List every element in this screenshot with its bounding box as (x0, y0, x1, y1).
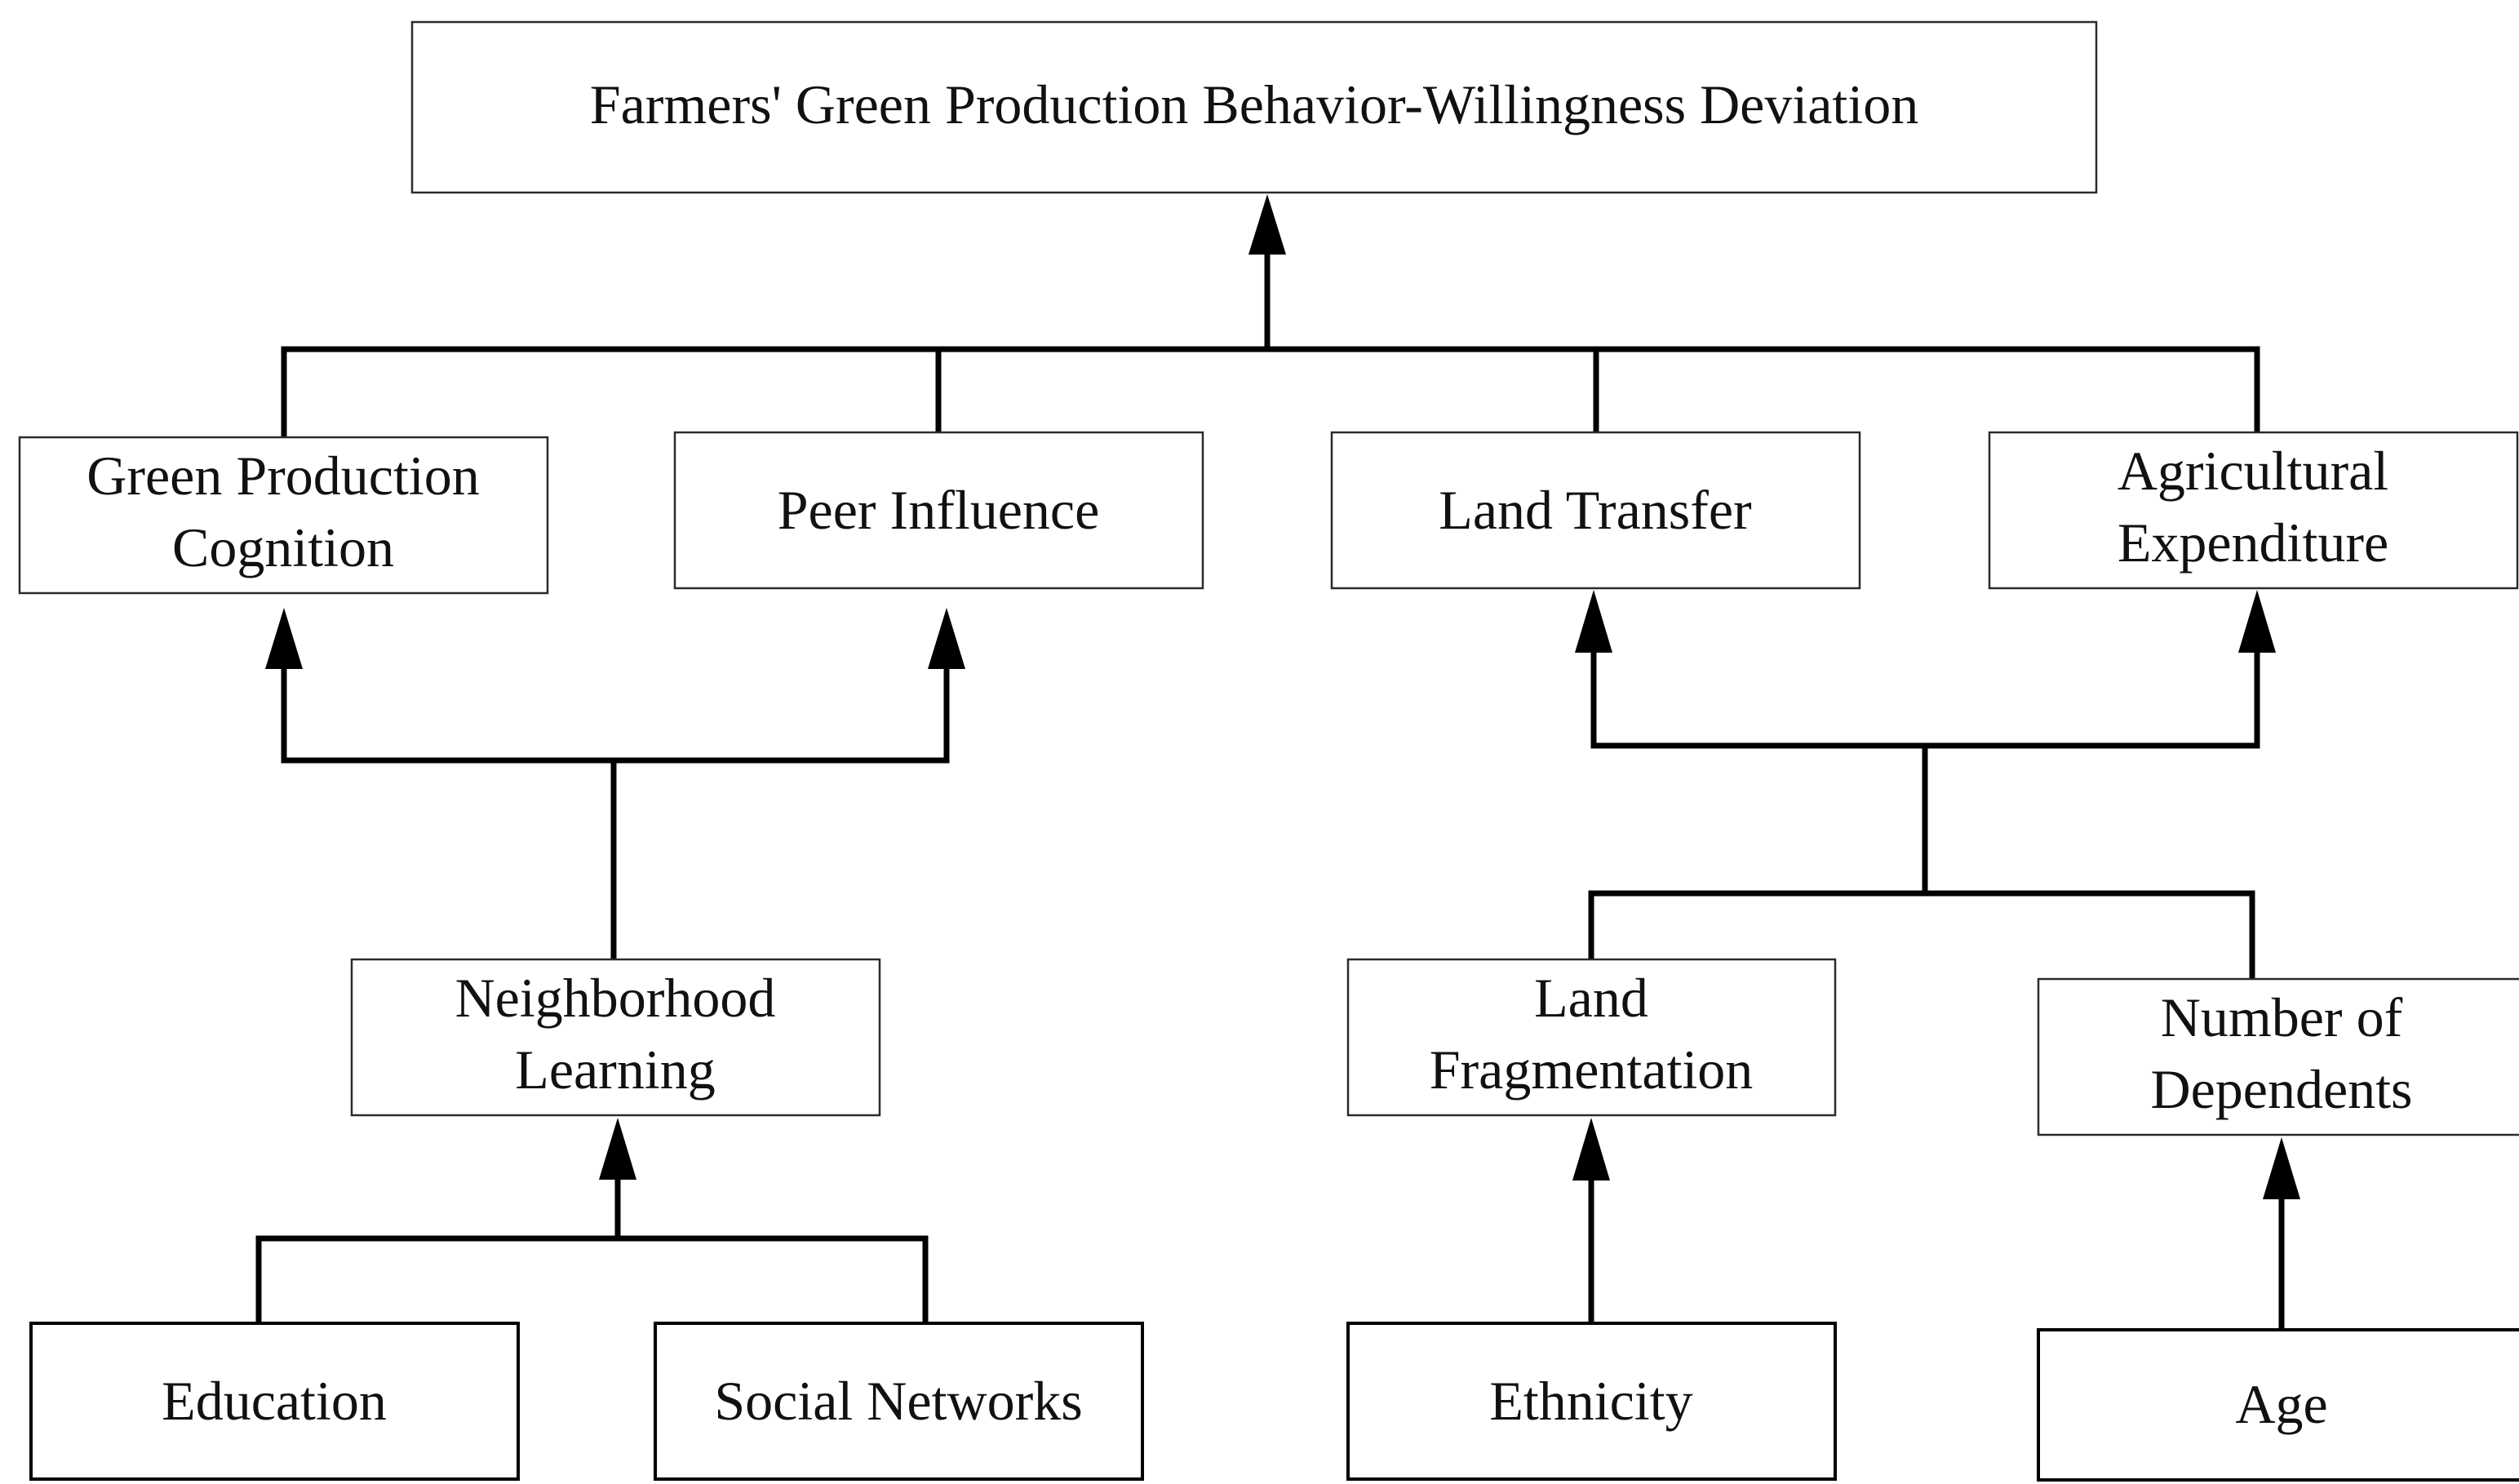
arrowhead-green-production-cognition (265, 608, 303, 669)
node-age-label: Age (2235, 1373, 2327, 1435)
node-land-fragmentation: Land Fragmentation (1346, 958, 1837, 1117)
node-neighborhood-learning-line-1: Neighborhood (455, 967, 776, 1029)
connector-to-land-transfer-expenditure (1590, 653, 2260, 749)
node-education: Education (29, 1322, 520, 1481)
node-ethnicity: Ethnicity (1346, 1322, 1837, 1481)
connector-fragmentation-dependents (1588, 890, 2255, 979)
node-education-label: Education (162, 1370, 387, 1432)
node-top-label: Farmers' Green Production Behavior-Willi… (590, 73, 1918, 135)
node-green-production-cognition-line-2: Cognition (172, 516, 394, 578)
node-land-transfer-label: Land Transfer (1439, 479, 1752, 541)
node-number-of-dependents-line-2: Dependents (2150, 1058, 2412, 1120)
node-agricultural-expenditure: Agricultural Expenditure (1988, 431, 2519, 590)
node-land-transfer: Land Transfer (1330, 431, 1861, 590)
node-peer-influence-label: Peer Influence (778, 479, 1100, 541)
node-agricultural-expenditure-line-1: Agricultural (2118, 440, 2388, 502)
arrowhead-land-fragmentation (1572, 1118, 1610, 1181)
arrowhead-agricultural-expenditure (2238, 590, 2276, 653)
connector-neighborhood-to-cognition-peer (281, 665, 950, 764)
node-social-networks-label: Social Networks (714, 1370, 1082, 1432)
node-agricultural-expenditure-line-2: Expenditure (2118, 512, 2388, 574)
connector-education-social-networks (255, 1235, 929, 1323)
connector-level2-to-top (281, 346, 2260, 441)
node-peer-influence: Peer Influence (673, 431, 1204, 590)
node-land-fragmentation-line-1: Land (1534, 967, 1648, 1029)
arrowhead-peer-influence (928, 608, 965, 669)
node-top: Farmers' Green Production Behavior-Willi… (410, 20, 2098, 194)
node-green-production-cognition-line-1: Green Production (86, 445, 480, 507)
arrowhead-top (1248, 194, 1286, 255)
arrowhead-neighborhood-learning (599, 1118, 636, 1180)
node-green-production-cognition: Green Production Cognition (18, 436, 549, 595)
node-age: Age (2037, 1328, 2519, 1482)
node-ethnicity-label: Ethnicity (1489, 1370, 1692, 1432)
arrowhead-number-of-dependents (2263, 1137, 2300, 1199)
node-neighborhood-learning: Neighborhood Learning (350, 958, 881, 1117)
node-number-of-dependents-line-1: Number of (2161, 986, 2403, 1048)
node-number-of-dependents: Number of Dependents (2037, 977, 2519, 1136)
node-land-fragmentation-line-2: Fragmentation (1430, 1039, 1754, 1101)
node-neighborhood-learning-line-2: Learning (515, 1039, 715, 1101)
node-social-networks: Social Networks (654, 1322, 1144, 1481)
arrowhead-land-transfer (1575, 590, 1612, 653)
